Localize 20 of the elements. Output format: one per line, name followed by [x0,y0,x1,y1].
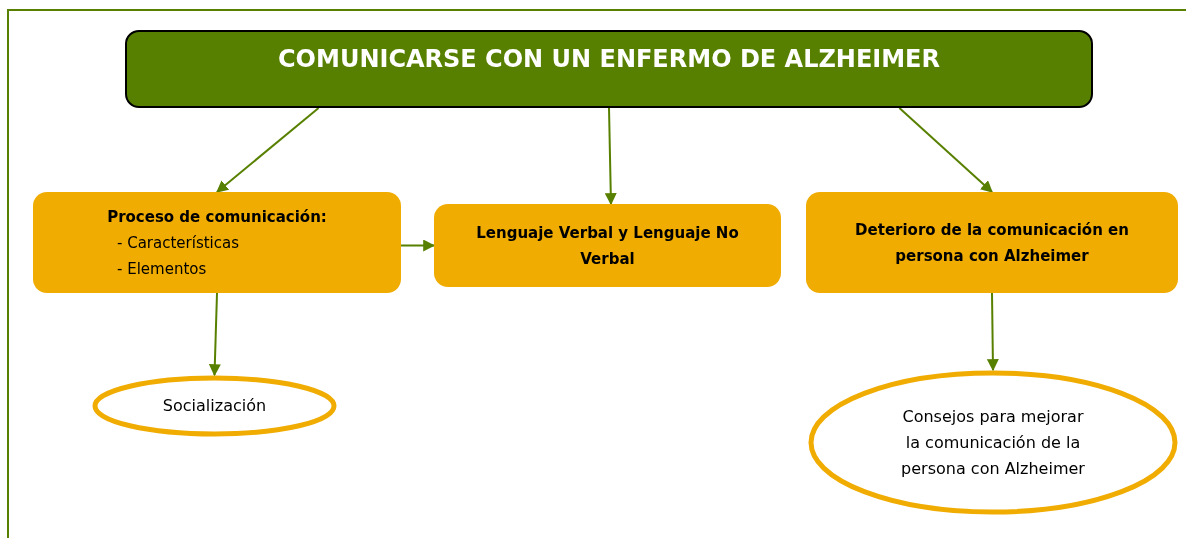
arrow [604,107,617,206]
arrow [400,239,436,252]
list-item: - Elementos [116,258,207,280]
node-text: Deterioro de la comunicación en persona con Alzheimer [854,219,1130,267]
arrow [898,107,993,193]
node-text: Socialización [162,395,267,417]
title-box [125,30,1093,108]
ellipse-node [808,370,1178,515]
process-box [33,192,401,293]
ellipse-node [92,375,337,437]
arrow [208,292,221,377]
node-text: COMUNICARSE CON UN ENFERMO DE ALZHEIMER [278,46,940,72]
arrow [216,107,320,193]
process-box [434,204,781,287]
arrow [986,292,999,372]
node-text: Proceso de comunicación: [107,206,327,228]
node-text: Consejos para mejorar la comunicación de la persona con Alzheimer [900,405,1086,480]
node-text: Lenguaje Verbal y Lenguaje No Verbal [475,222,740,270]
process-box [806,192,1178,293]
list-item: - Características [116,232,239,254]
